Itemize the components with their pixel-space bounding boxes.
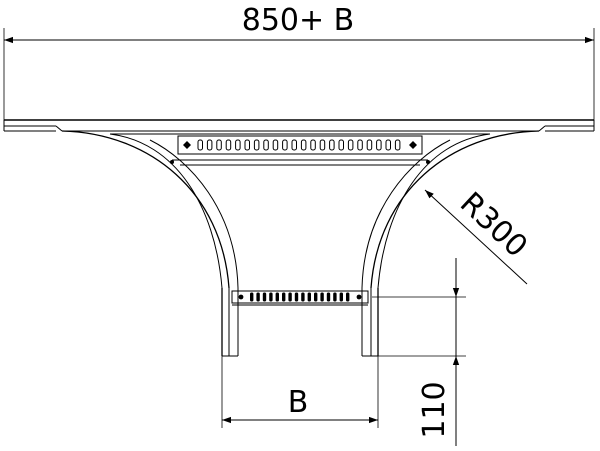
branch-rung-slot — [339, 292, 343, 302]
branch-rung-slot — [262, 292, 267, 302]
rung-slot — [300, 139, 307, 151]
branch-rung-slot — [301, 292, 305, 302]
rung-slot — [244, 139, 250, 151]
branch-length-label: 110 — [417, 381, 452, 438]
branch-rung-slot — [307, 292, 311, 302]
branch-rung-slot — [333, 292, 337, 302]
rung-slot — [197, 139, 203, 151]
overall-width-dimension: 850+ B — [3, 3, 595, 120]
rung-slot — [310, 139, 316, 151]
rung-slot — [206, 139, 213, 151]
rung-slot — [319, 139, 326, 151]
right-bend — [361, 130, 540, 289]
radius-dimension: R300 — [424, 186, 534, 285]
branch-width-dimension: B — [221, 356, 379, 428]
branch-rung-slot — [269, 292, 273, 302]
main-run — [3, 119, 595, 135]
branch-rung-slot — [275, 292, 279, 302]
rung-slot — [225, 139, 232, 151]
rung-slot — [282, 139, 288, 151]
branch-rung-slot — [294, 292, 299, 302]
left-bend — [61, 130, 428, 289]
branch-rung-slot — [256, 292, 260, 302]
branch — [221, 288, 379, 357]
branch-rung-slot — [346, 292, 350, 302]
branch-rung-slot — [288, 292, 292, 302]
rung-slot — [385, 139, 391, 151]
branch-rung-slot — [250, 292, 254, 302]
rung-slot — [263, 139, 269, 151]
rung-slot — [329, 139, 335, 151]
rung-diamond-hole — [409, 141, 417, 149]
rung-slot — [376, 139, 382, 151]
rung-slot — [272, 139, 279, 151]
rung-slot — [338, 139, 344, 151]
rung-slot — [357, 139, 363, 151]
branch-rung-slot — [320, 292, 324, 302]
rung-slot — [394, 139, 401, 151]
branch-rung-slot — [314, 292, 318, 302]
rung-slot — [366, 139, 373, 151]
branch-rung-slot — [326, 292, 331, 302]
branch-rung-slot — [282, 292, 286, 302]
rung-slot — [347, 139, 354, 151]
main-rung — [170, 135, 430, 164]
rung-slot — [216, 139, 222, 151]
branch-width-label: B — [288, 385, 309, 420]
rung-slot — [291, 139, 297, 151]
rung-diamond-hole — [183, 141, 191, 149]
overall-width-label: 850+ B — [242, 3, 355, 38]
rung-slot — [235, 139, 241, 151]
rung-slot — [253, 139, 260, 151]
branch-length-dimension: 110 — [372, 258, 466, 446]
